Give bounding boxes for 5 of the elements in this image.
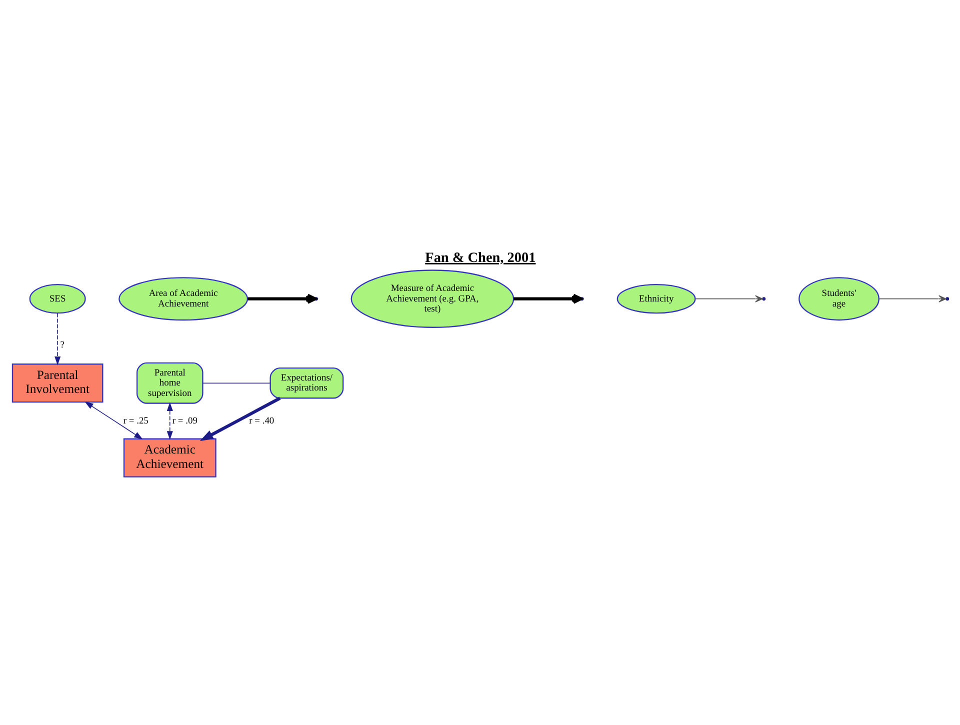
diagram-title: Fan & Chen, 2001 bbox=[424, 250, 536, 266]
edge-label: r = .25 bbox=[122, 416, 148, 427]
edge-label: r = .09 bbox=[172, 416, 197, 427]
edge-label: ? bbox=[60, 340, 64, 351]
edge-label: r = .40 bbox=[248, 416, 274, 427]
